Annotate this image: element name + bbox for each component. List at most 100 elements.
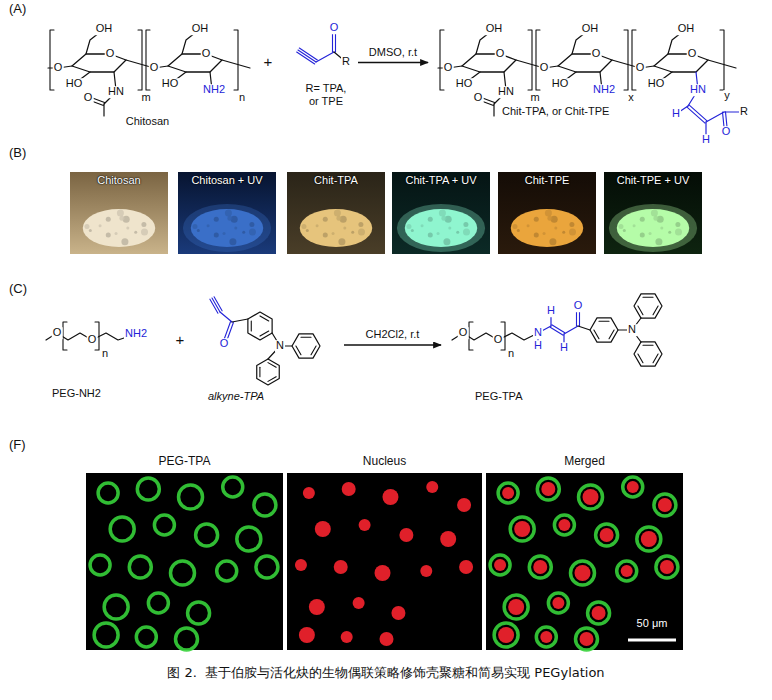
cell-nucleus [295,559,307,571]
cell-nucleus [600,528,614,542]
cell-nucleus [341,631,353,643]
atom-label: H [546,305,556,317]
cell-cytoplasm [223,477,243,497]
pyranose-ring [462,54,516,72]
powder-grain [115,232,118,235]
cell-cytoplasm [256,556,278,578]
powder-grain [651,210,658,217]
atom-label: O [443,62,454,74]
powder-grain [640,217,645,222]
cell-cytoplasm [554,515,574,535]
panel-letter: (C) [8,282,28,296]
powder-grain [562,231,565,234]
atom-label: H [559,342,569,354]
benzene-ring [653,354,658,363]
powder-grain [214,217,219,222]
cell-nucleus [498,627,514,643]
cell-nucleus [583,489,599,505]
powder-grain [456,231,459,234]
repeat-bracket [63,322,67,350]
atom-label: O [87,334,98,346]
atom-label: R [739,106,749,118]
cell-nucleus [457,498,471,512]
cell-nucleus [391,606,405,620]
compound-name: R= TPA, or TPE [300,82,352,108]
cell-nucleus [359,519,371,531]
photo-caption: Chit-TPA + UV [405,174,476,187]
powder-grain [351,231,354,234]
powder-grain [534,217,539,222]
powder-grain [549,238,556,245]
bond-line [222,60,250,68]
cell-cytoplasm [217,561,237,581]
powder-grain [534,233,539,238]
cell-cytoplasm [529,556,551,578]
cell-cytoplasm [176,628,198,650]
atom-label: OH [191,23,210,35]
powder-grain [428,233,433,238]
powder-grain [411,229,414,232]
cell-cytoplasm [617,561,637,581]
powder-grain [227,216,232,221]
powder-grain [141,222,146,227]
powder-grain [623,229,626,232]
powder-grain [527,224,530,227]
bond-line [493,104,494,116]
powder-sample [617,209,690,247]
fluorescence-glow [397,204,485,252]
cell-nucleus [508,599,524,615]
panel-letter: (A) [8,2,27,16]
powder-grain [543,232,546,235]
triple-bond [299,48,317,60]
powder-grain [358,222,363,227]
cell-cytoplasm [136,627,156,647]
benzene-ring [590,318,618,342]
atom-label: O [458,327,469,339]
reaction-arrow [344,344,441,345]
powder-grain [443,238,450,245]
benzene-ring [292,334,320,358]
powder-grain [675,222,680,227]
atom-label: HN [689,84,707,96]
powder-grain [229,238,236,245]
atom-label: HO [161,78,180,90]
atom-label: HN [497,86,515,98]
powder-grain [106,217,111,222]
powder-grain [463,222,468,227]
cell-nucleus [420,565,432,577]
powder-grain [121,238,128,245]
benzene-ring [634,294,662,318]
powder-grain [653,216,658,221]
cell-nucleus [399,528,413,542]
repeat-bracket [469,322,473,350]
double-bond [687,107,705,123]
powder-grain [89,229,92,232]
powder-grain [106,233,111,238]
reaction-condition: CH2Cl2, r.t [364,328,422,340]
benzene-ring [599,321,609,322]
atom-label: n [507,348,515,360]
cell-nucleus [309,599,325,615]
atom-label: N [627,324,637,336]
repeat-bracket [624,30,628,90]
photo-panel: Chit-TPE + UV [604,172,702,254]
cell-nucleus [574,565,590,581]
cell-cytoplasm [537,478,559,500]
powder-grain [569,222,574,227]
atom-label: O [495,48,506,60]
powder-grain [668,231,671,234]
benzene-ring [638,306,643,315]
cell-nucleus [375,565,391,581]
cell-cytoplasm [490,555,510,575]
atom-label: HO [455,78,474,90]
photo-background [498,172,596,254]
compound-name: PEG-NH2 [52,387,101,400]
photo-background [392,172,490,254]
cell-nucleus [426,481,438,493]
powder-grain [84,224,89,229]
triple-bond [214,297,222,311]
photo-panel: Chitosan + UV [178,172,276,254]
powder-grain [336,216,341,221]
atom-label: n [238,92,246,104]
powder-grain [207,224,210,227]
